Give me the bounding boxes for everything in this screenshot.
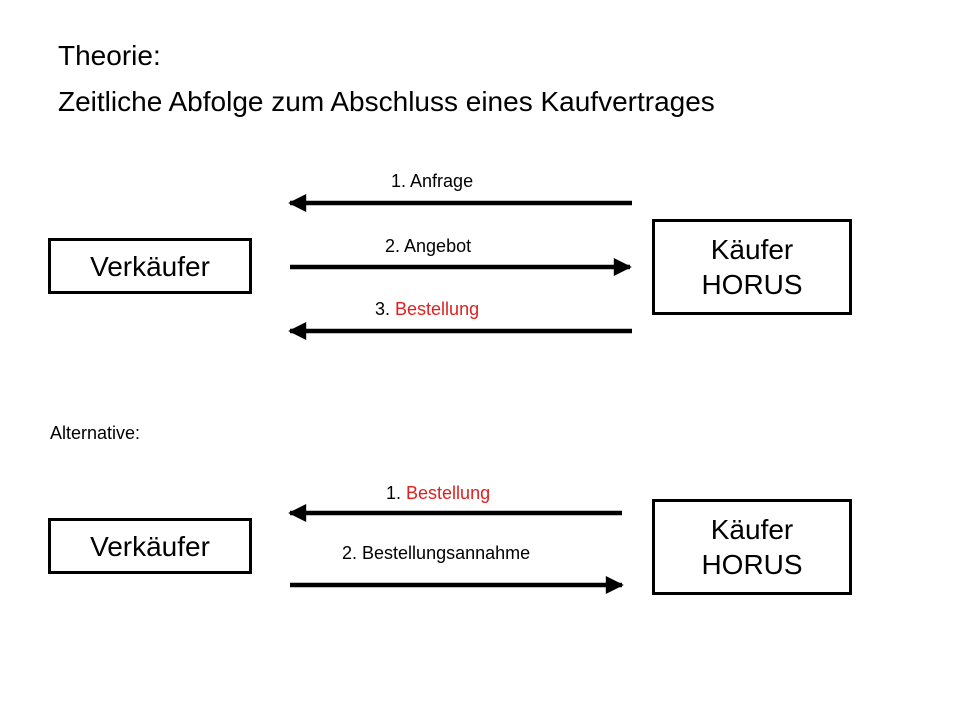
message-label-highlight: Bestellung bbox=[406, 483, 491, 503]
page-title: Zeitliche Abfolge zum Abschluss eines Ka… bbox=[58, 86, 715, 117]
seller-box: Verkäufer bbox=[48, 238, 252, 294]
buyer-label: Käufer bbox=[710, 234, 794, 265]
buyer-label: Käufer bbox=[710, 514, 794, 545]
seller-label: Verkäufer bbox=[90, 530, 210, 562]
message-number: 2. bbox=[385, 236, 401, 256]
message-number: 2. bbox=[342, 543, 358, 563]
message-label: Bestellungsannahme bbox=[362, 543, 531, 563]
message-label-highlight: Bestellung bbox=[395, 299, 480, 319]
message-bestellung: 3. Bestellung bbox=[375, 300, 479, 318]
message-number: 1. bbox=[386, 483, 402, 503]
buyer-box: Käufer HORUS bbox=[652, 219, 852, 315]
message-number: 1. bbox=[391, 171, 407, 191]
message-angebot: 2. Angebot bbox=[385, 237, 471, 255]
title-line-1: Theorie: bbox=[58, 40, 161, 71]
message-label: Angebot bbox=[404, 236, 472, 256]
seller-label: Verkäufer bbox=[90, 250, 210, 282]
message-bestellungsannahme: 2. Bestellungsannahme bbox=[342, 544, 530, 562]
message-number: 3. bbox=[375, 299, 391, 319]
buyer-name: HORUS bbox=[701, 549, 803, 580]
message-bestellung-alternative: 1. Bestellung bbox=[386, 484, 490, 502]
alternative-label: Alternative: bbox=[50, 423, 141, 443]
seller-box-alternative: Verkäufer bbox=[48, 518, 252, 574]
buyer-name: HORUS bbox=[701, 269, 803, 300]
message-anfrage: 1. Anfrage bbox=[391, 172, 473, 190]
buyer-box-alternative: Käufer HORUS bbox=[652, 499, 852, 595]
message-label: Anfrage bbox=[410, 171, 474, 191]
